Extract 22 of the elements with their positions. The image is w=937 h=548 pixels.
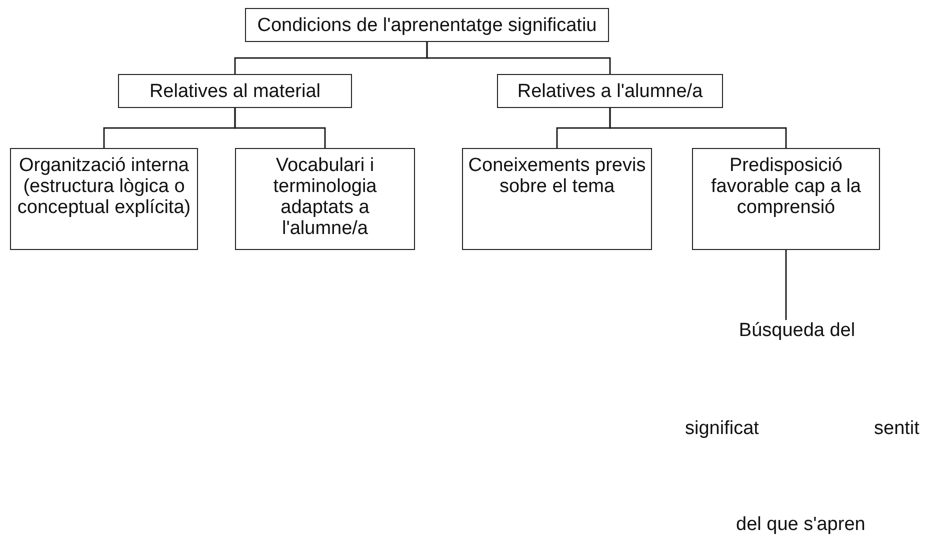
- box-text: Condicions de l'aprenentatge significatiu: [257, 14, 597, 36]
- box-text: Coneixements previs sobre el tema: [467, 155, 647, 197]
- box-text: Predisposició favorable cap a la comprensió: [710, 155, 862, 218]
- box-text: Vocabulari i terminologia adaptats a l'alumne/a: [272, 155, 378, 239]
- text-box: [10, 148, 198, 250]
- text-box: [118, 74, 352, 108]
- connector-line: [234, 108, 326, 148]
- box-text: Relatives a l'alumne/a: [517, 80, 703, 102]
- note-text: significat: [685, 418, 759, 440]
- connector-line: [426, 42, 611, 74]
- text-box: [235, 148, 415, 250]
- connector-line: [785, 250, 787, 320]
- text-box: [497, 74, 723, 108]
- connector-line: [609, 108, 787, 148]
- text-box: [245, 8, 609, 42]
- box-text: Organització interna (estructura lògica o conceptual explícita): [16, 155, 192, 218]
- note-text: del que s'apren: [736, 514, 866, 536]
- box-text: Relatives al material: [149, 80, 321, 102]
- node-text: Búsqueda del: [738, 320, 856, 341]
- text-box: [462, 148, 652, 250]
- note-text: sentit: [874, 418, 920, 440]
- text-box: [692, 148, 880, 250]
